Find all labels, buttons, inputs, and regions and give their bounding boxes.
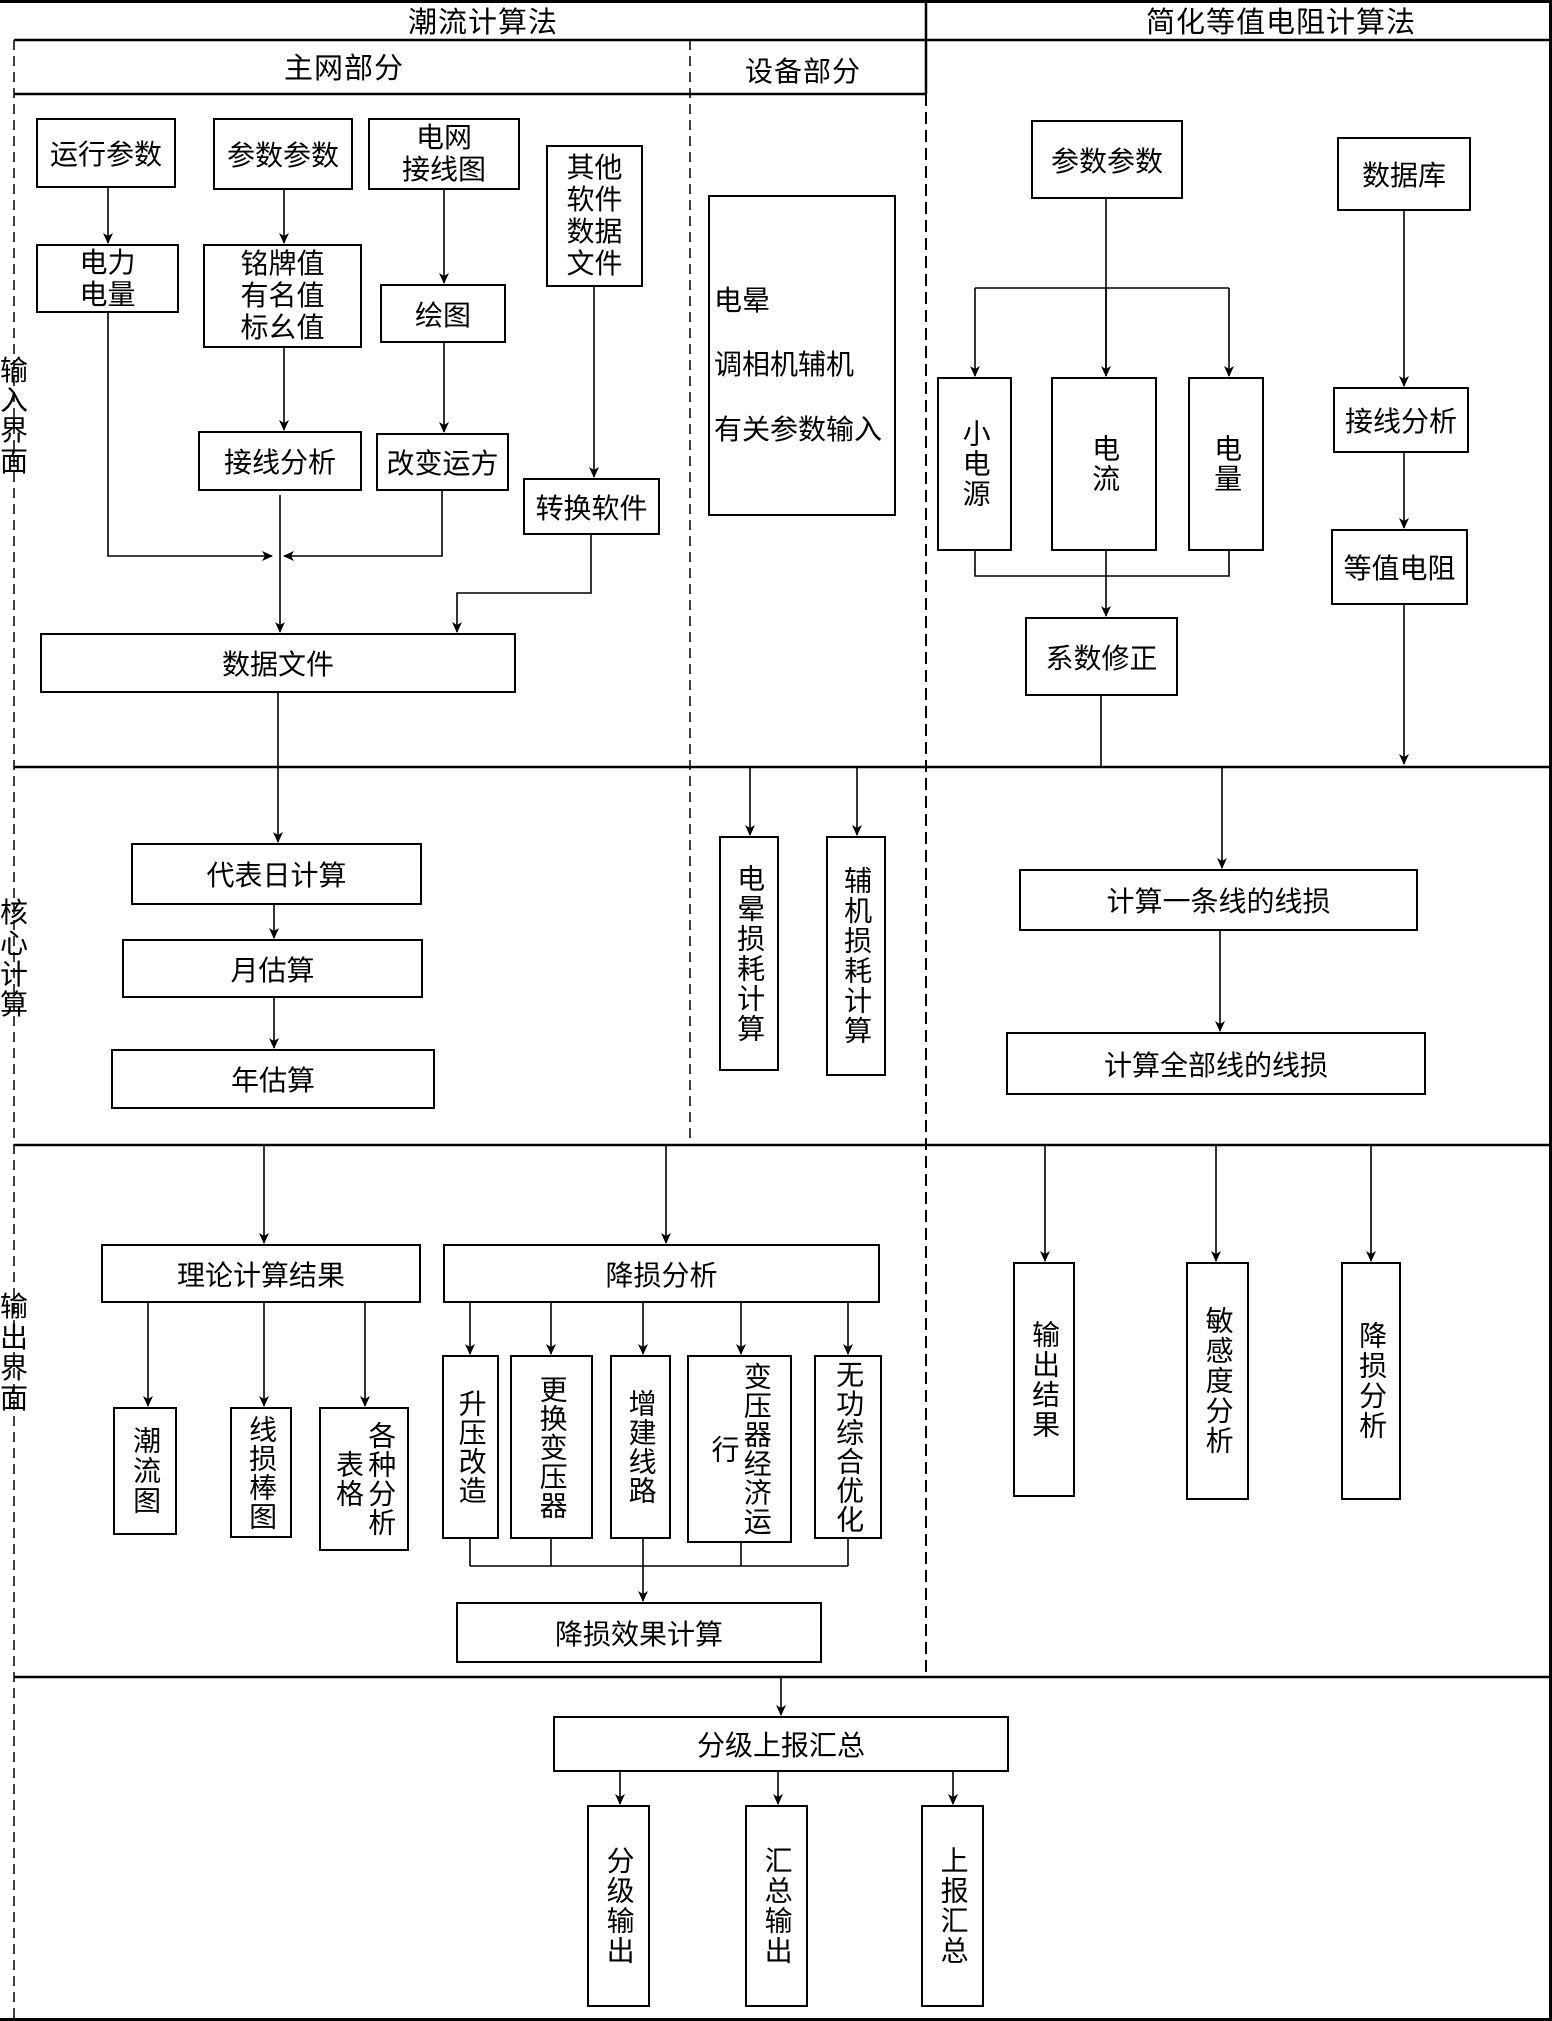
box-effect-calc: 降损效果计算 xyxy=(456,1602,822,1663)
box-equiv-resistance: 等值电阻 xyxy=(1331,529,1468,605)
box-coef-correction: 系数修正 xyxy=(1025,617,1178,696)
header-equipment: 设备部分 xyxy=(745,55,862,88)
box-wiring-analysis-simple: 接线分析 xyxy=(1333,387,1469,453)
box-power-energy: 电力 电量 xyxy=(36,244,179,313)
box-drawing: 绘图 xyxy=(380,284,506,343)
box-equipment-input: 电晕 调相机辅机 有关参数输入 xyxy=(708,195,896,516)
box-theory-result: 理论计算结果 xyxy=(101,1244,421,1303)
box-small-source: 小电源 xyxy=(937,377,1012,551)
box-transformer-economic: 变压器经济运行 xyxy=(687,1355,792,1543)
header-main-network: 主网部分 xyxy=(284,51,405,85)
box-all-lines-loss: 计算全部线的线损 xyxy=(1006,1032,1426,1095)
box-grid-wiring: 电网 接线图 xyxy=(368,118,520,190)
box-nameplate: 铭牌值 有名值 标幺值 xyxy=(203,244,362,348)
header-flow-method: 潮流计算法 xyxy=(408,5,559,39)
box-output-result: 输出结果 xyxy=(1013,1262,1075,1497)
box-graded-output: 分级输出 xyxy=(587,1805,650,2007)
box-database: 数据库 xyxy=(1337,137,1471,211)
box-one-line-loss: 计算一条线的线损 xyxy=(1019,869,1418,931)
box-change-mode: 改变运方 xyxy=(376,433,509,491)
box-daily-calc: 代表日计算 xyxy=(131,843,422,905)
box-monthly-est: 月估算 xyxy=(122,939,423,998)
row-label-output: 输出界面 xyxy=(0,1290,29,1416)
box-loss-reduction-analysis: 降损分析 xyxy=(443,1244,880,1303)
row-label-input: 输入界面 xyxy=(0,354,29,478)
box-data-file: 数据文件 xyxy=(40,633,516,693)
box-line-loss-bar: 线损棒图 xyxy=(230,1407,292,1538)
box-energy: 电量 xyxy=(1188,377,1264,551)
box-run-params: 运行参数 xyxy=(36,118,176,188)
box-corona-loss: 电晕损耗计算 xyxy=(719,836,779,1071)
box-tables: 各种分析表格 xyxy=(319,1407,409,1551)
box-reactive-optimization: 无功综合优化 xyxy=(814,1355,882,1539)
header-simplified-method: 简化等值电阻计算法 xyxy=(1146,5,1417,39)
box-boost-voltage: 升压改造 xyxy=(442,1355,499,1539)
row-label-core: 核心计算 xyxy=(0,896,29,1022)
box-sensitivity: 敏感度分析 xyxy=(1186,1262,1249,1500)
box-graded-report: 分级上报汇总 xyxy=(553,1716,1009,1772)
box-loss-analysis-simple: 降损分析 xyxy=(1341,1262,1401,1500)
box-yearly-est: 年估算 xyxy=(111,1049,435,1109)
box-wiring-analysis-main: 接线分析 xyxy=(198,431,362,491)
box-summary-output: 汇总输出 xyxy=(745,1805,808,2007)
box-convert-software: 转换软件 xyxy=(523,478,660,535)
box-param-params-simple: 参数参数 xyxy=(1031,120,1183,199)
box-replace-transformer: 更换变压器 xyxy=(510,1355,593,1539)
box-param-params-main: 参数参数 xyxy=(213,118,353,190)
box-current: 电流 xyxy=(1051,377,1157,551)
box-other-software: 其他 软件 数据 文件 xyxy=(546,145,643,287)
box-report-summary: 上报汇总 xyxy=(921,1805,984,2007)
box-aux-loss: 辅机损耗计算 xyxy=(826,836,886,1076)
box-flow-chart: 潮流图 xyxy=(113,1407,177,1535)
box-add-line: 增建线路 xyxy=(610,1355,671,1539)
